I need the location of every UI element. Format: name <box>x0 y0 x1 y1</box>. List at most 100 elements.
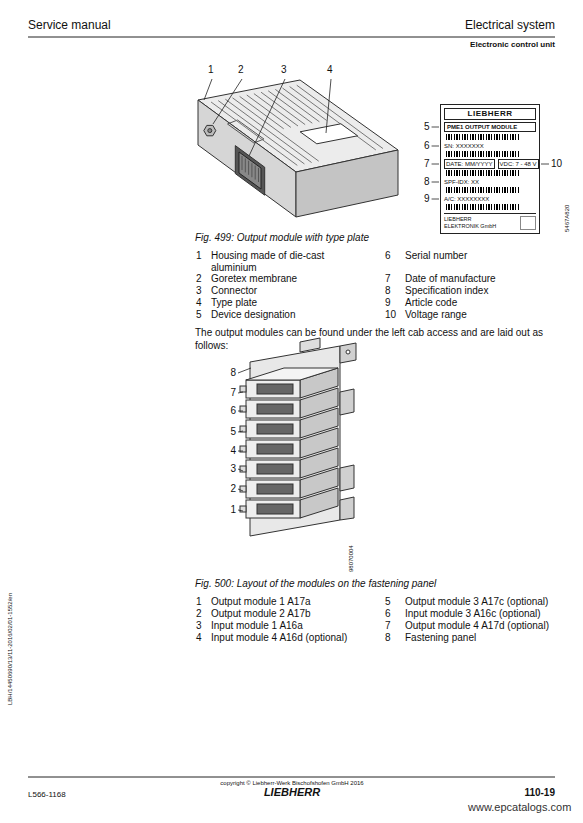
legend-number: 8 <box>385 285 391 297</box>
callout-number: 3 <box>281 64 287 76</box>
leader-line <box>238 431 243 432</box>
callout-number: 8 <box>230 367 236 379</box>
module <box>240 488 338 518</box>
legend-number: 4 <box>196 297 202 309</box>
leader-line <box>238 510 243 511</box>
module-front <box>246 420 300 438</box>
module-front <box>246 500 300 518</box>
leader-line <box>249 79 285 156</box>
callout-number: 9 <box>424 193 430 205</box>
legend-text: Input module 3 A16c (optional) <box>405 608 541 620</box>
housing-front-face <box>198 100 296 217</box>
panel-hole <box>346 350 350 354</box>
connector-pin-row <box>251 163 252 177</box>
header-rule <box>28 37 555 38</box>
legend-number: 7 <box>385 620 391 632</box>
barcode <box>446 170 520 176</box>
barcode <box>446 151 520 157</box>
leader-line <box>326 79 331 133</box>
brand-logo: LIEBHERR <box>444 108 536 120</box>
connector-pin-row <box>245 158 246 172</box>
callout-number: 5 <box>424 121 430 133</box>
module-tab <box>240 466 246 472</box>
legend-number: 9 <box>385 297 391 309</box>
module-connector <box>257 484 293 494</box>
module-front <box>246 400 300 418</box>
callout-number: 4 <box>230 445 236 457</box>
plate-footer: LIEBHERR ELEKTRONIK GmbH <box>444 213 536 230</box>
cooling-fins <box>211 85 383 165</box>
legend-number: 8 <box>385 632 391 644</box>
figure-caption: Fig. 499: Output module with type plate <box>195 232 369 244</box>
callout-number: 2 <box>230 483 236 495</box>
module-connector <box>257 504 293 514</box>
module-connector <box>257 444 293 454</box>
legend-number: 10 <box>385 309 396 321</box>
plate-text: LIEBHERR ELEKTRONIK GmbH <box>444 216 502 230</box>
legend-text: Device designation <box>211 309 296 321</box>
connector-pins <box>242 156 259 182</box>
module-front <box>246 380 300 398</box>
callout-number: 6 <box>230 405 236 417</box>
footer-rule <box>28 777 555 778</box>
legend-text: Housing made of die-cast aluminium <box>211 250 371 274</box>
cooling-fin <box>297 85 383 148</box>
module-connector <box>257 404 293 414</box>
legend-text: Output module 1 A17a <box>211 596 311 608</box>
module-connector <box>257 384 293 394</box>
module-tab <box>240 506 246 512</box>
cooling-fin <box>275 89 319 121</box>
connector-pin-row <box>258 168 259 182</box>
panel-side-tab <box>340 465 354 491</box>
leader-line <box>213 79 242 124</box>
callout-number: 7 <box>424 158 430 170</box>
page-number: 110-19 <box>524 787 555 799</box>
callout-number: 7 <box>230 387 236 399</box>
callout-number: 10 <box>551 158 562 170</box>
header-text: Electrical system <box>465 19 555 31</box>
cooling-fin <box>282 88 326 120</box>
body-text: The output modules can be found under th… <box>195 326 557 352</box>
brand-logo: LIEBHERR <box>264 786 320 798</box>
type-plate: LIEBHERRPME1 OUTPUT MODULESN: XXXXXXXDAT… <box>440 104 540 234</box>
legend-number: 5 <box>196 309 202 321</box>
header-text: Service manual <box>28 19 111 31</box>
legend-number: 2 <box>196 608 202 620</box>
membrane-center <box>208 129 212 133</box>
goretex-membrane <box>204 125 216 135</box>
legend-number: 6 <box>385 608 391 620</box>
plate-text: SN: XXXXXXX <box>444 142 536 150</box>
legend-text: Specification index <box>405 285 488 297</box>
callout-number: 2 <box>238 64 244 76</box>
leader-line <box>432 199 439 200</box>
leader-line <box>238 489 243 491</box>
leader-line <box>432 164 439 165</box>
leader-line <box>238 411 243 412</box>
leader-line <box>432 182 439 183</box>
leader-line <box>238 469 243 471</box>
module-front <box>246 480 300 498</box>
callout-number: 8 <box>424 176 430 188</box>
module-tab <box>240 386 246 392</box>
plate-text: A/C: XXXXXXXX <box>444 195 536 203</box>
image-code: 98070004 <box>347 545 355 572</box>
leader-line <box>432 146 439 147</box>
image-code: 5467A820 <box>563 205 571 232</box>
legend-number: 2 <box>196 273 202 285</box>
module-tab <box>240 486 246 492</box>
fig499-leader-lines <box>204 79 331 156</box>
document-number: L566-1168 <box>28 790 66 800</box>
legend-number: 1 <box>196 250 202 262</box>
leader-line <box>238 392 243 393</box>
legend-number: 6 <box>385 250 391 262</box>
module-connector <box>257 464 293 474</box>
connector-pin-row <box>255 166 256 180</box>
header-footer-rules <box>28 37 555 777</box>
legend-number: 3 <box>196 620 202 632</box>
panel-side-tab <box>340 389 354 415</box>
module-side <box>300 488 338 518</box>
cooling-fin <box>268 91 312 123</box>
callout-number: 4 <box>327 64 333 76</box>
leader-line <box>541 164 549 165</box>
